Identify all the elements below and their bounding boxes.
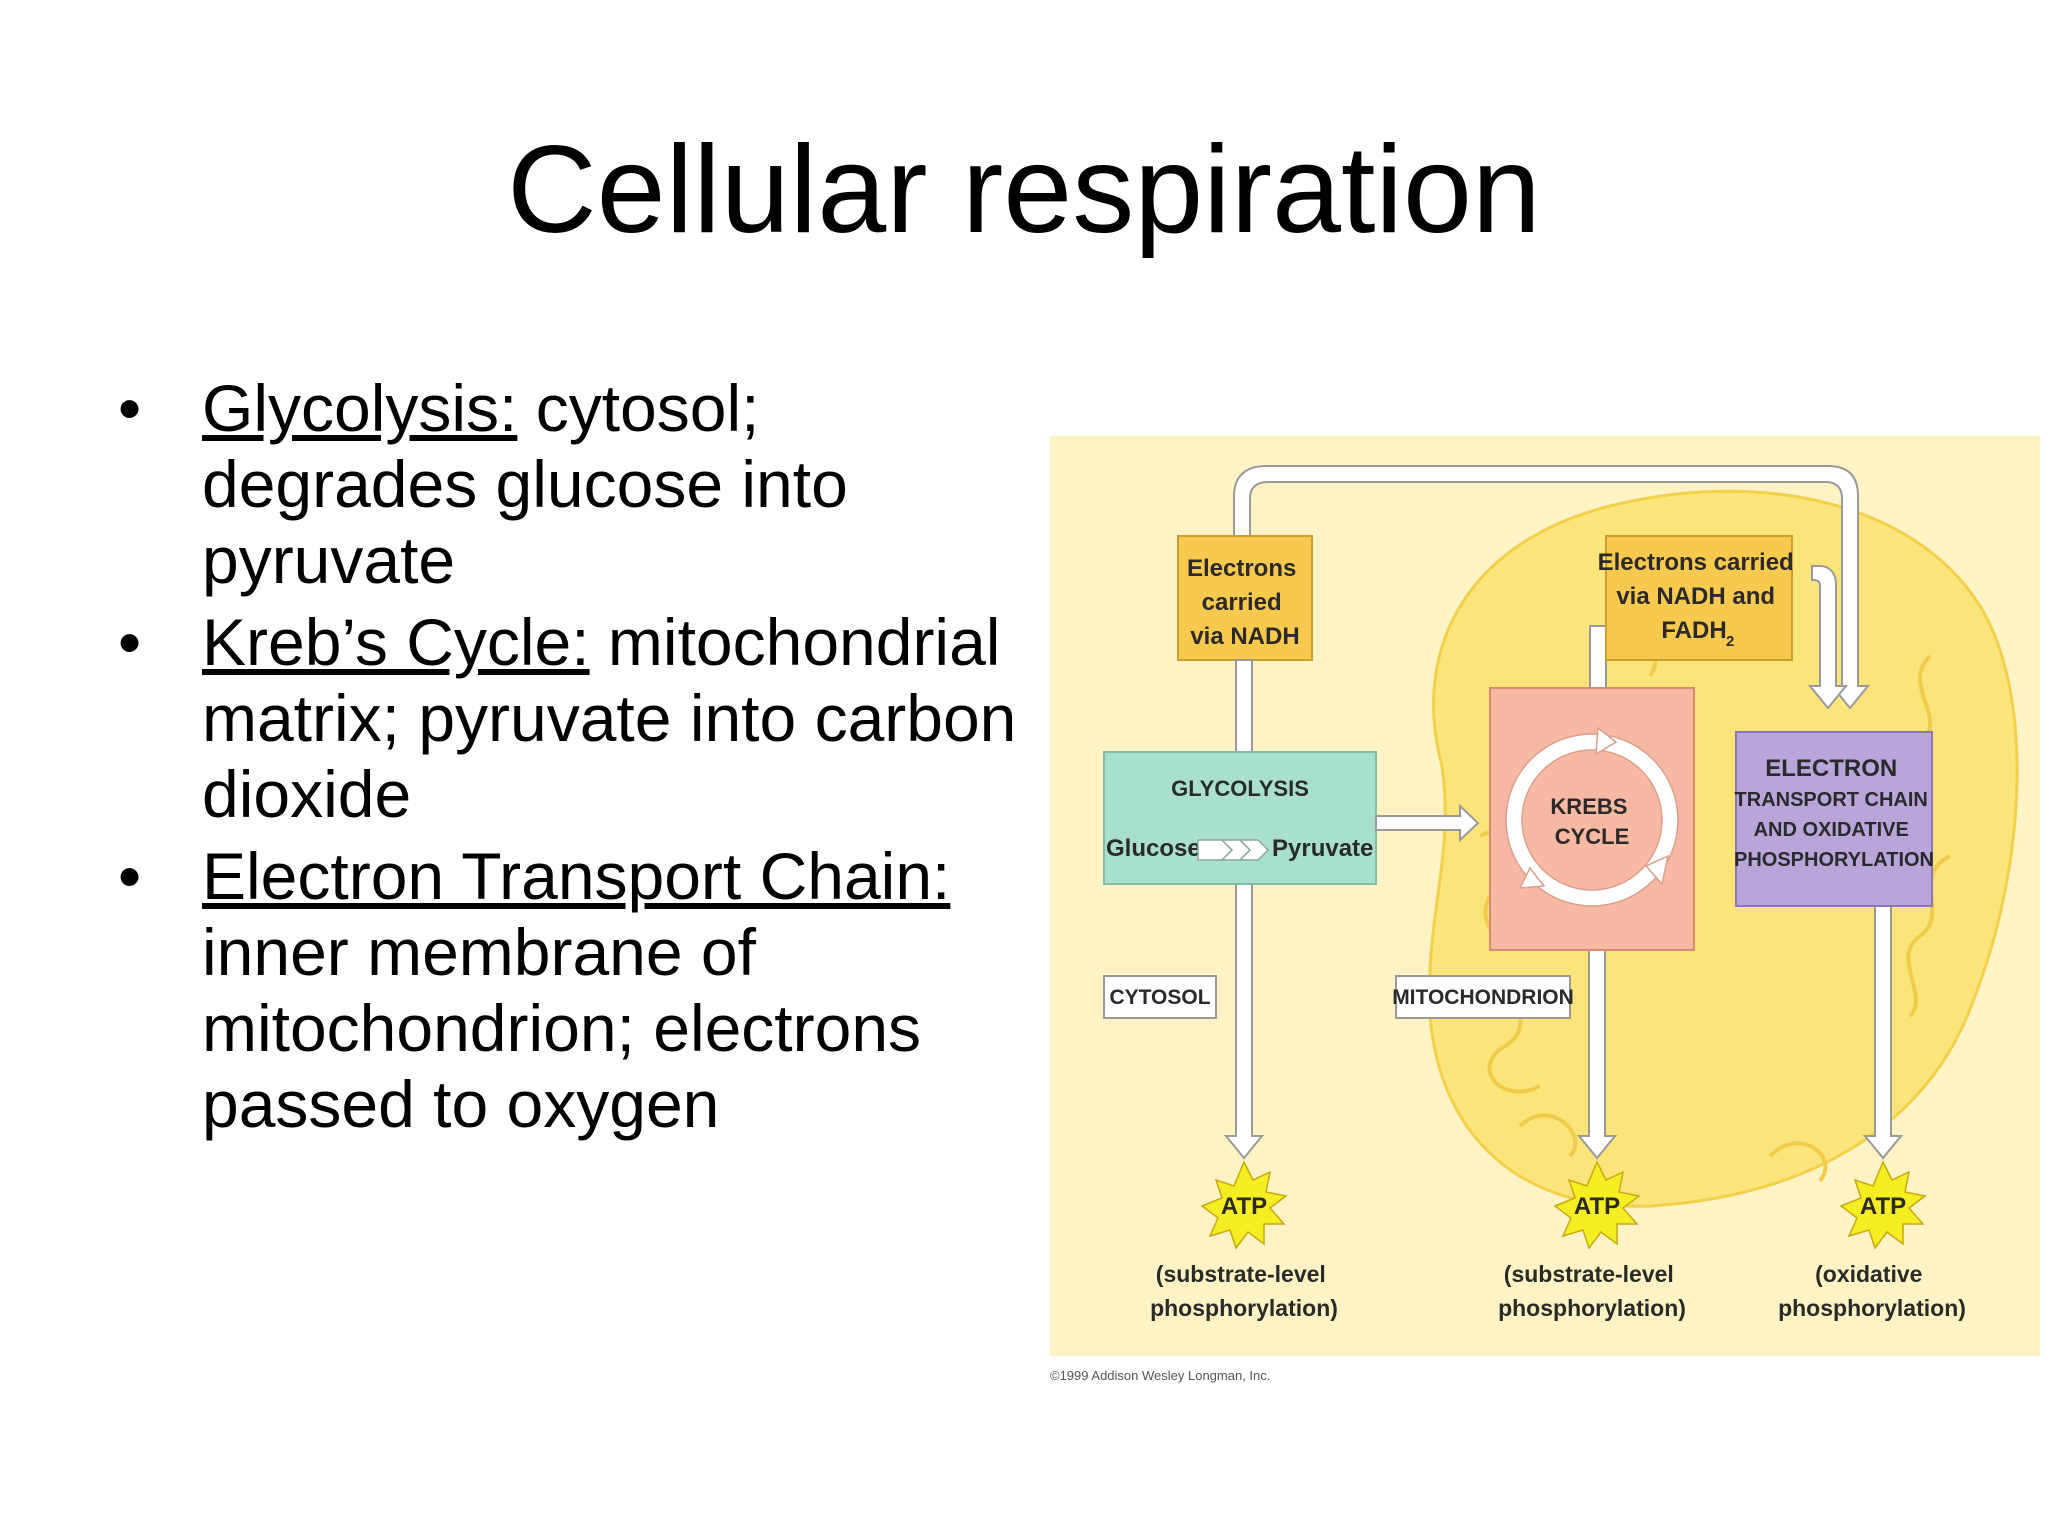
etc-box xyxy=(1735,731,1933,907)
bullet-etc: • Electron Transport Chain: inner membran… xyxy=(118,838,1018,1142)
svg-text:ATP: ATP xyxy=(1860,1193,1906,1220)
bullet-marker: • xyxy=(118,839,142,913)
etc-label: ELECTRON TRANSPORT CHAIN AND OXIDATIVE P… xyxy=(1734,755,1934,871)
electrons-nadh-box xyxy=(1177,535,1313,661)
mitochondrion-tag xyxy=(1395,975,1571,1019)
svg-text:ATP: ATP xyxy=(1574,1193,1620,1220)
bullet-marker: • xyxy=(118,605,142,679)
bullet-text: cytosol; degrades glucose into pyruvate xyxy=(202,371,848,597)
mitochondrion-label: MITOCHONDRION xyxy=(1392,986,1574,1009)
bullet-term: Electron Transport Chain: xyxy=(202,839,951,913)
glucose-label: Glucose xyxy=(1106,835,1201,862)
electrons-nadh-label: Electrons carried via NADH xyxy=(1187,555,1303,650)
atp-caption-1: (substrate-level phosphorylation) xyxy=(1150,1261,1338,1321)
atp-caption-2: (substrate-level phosphorylation) xyxy=(1498,1261,1686,1321)
atp-burst-1: ATP xyxy=(1200,1160,1288,1250)
krebs-label: KREBS CYCLE xyxy=(1550,794,1633,849)
svg-text:ATP: ATP xyxy=(1221,1193,1267,1220)
electrons-nadh-fadh-box xyxy=(1605,535,1793,661)
bullet-list: • Glycolysis: cytosol; degrades glucose i… xyxy=(118,370,1018,1148)
copyright-credit: ©1999 Addison Wesley Longman, Inc. xyxy=(1050,1368,1271,1383)
krebs-cycle-arrowheads xyxy=(1518,726,1670,889)
bullet-glycolysis: • Glycolysis: cytosol; degrades glucose i… xyxy=(118,370,1018,598)
bullet-text: mitochondrial matrix; pyruvate into carb… xyxy=(202,605,1017,831)
fadh-subscript: 2 xyxy=(1726,633,1734,650)
krebs-ring-outline-inner xyxy=(1521,749,1663,891)
cytosol-label: CYTOSOL xyxy=(1109,986,1210,1009)
glycolysis-title: GLYCOLYSIS xyxy=(1171,776,1309,801)
krebs-ring-outline-outer xyxy=(1505,733,1679,907)
electron-flow-arrows xyxy=(1233,465,1871,710)
bullet-text: inner membrane of mitochondrion; electro… xyxy=(202,915,922,1141)
slide-title: Cellular respiration xyxy=(507,121,1541,259)
electrons-nadh-fadh-label: Electrons carried via NADH and FADH xyxy=(1598,549,1801,644)
cytosol-tag xyxy=(1103,975,1217,1019)
bullet-marker: • xyxy=(118,371,142,445)
bullet-term: Kreb’s Cycle: xyxy=(202,605,590,679)
cellular-respiration-diagram: Electrons carried via NADH Electrons car… xyxy=(1050,436,2040,1356)
bullet-krebs: • Kreb’s Cycle: mitochondrial matrix; pyr… xyxy=(118,604,1018,832)
atp-burst-3: ATP xyxy=(1839,1160,1927,1250)
atp-burst-2: ATP xyxy=(1553,1160,1641,1250)
bullet-term: Glycolysis: xyxy=(202,371,518,445)
glycolysis-box xyxy=(1103,751,1377,885)
krebs-cycle-ring xyxy=(1506,734,1678,906)
atp-caption-3: (oxidative phosphorylation) xyxy=(1778,1261,1966,1321)
atp-arrows xyxy=(1223,659,1904,1160)
mitochondrion-shape xyxy=(1427,489,2019,1208)
glycolysis-chevrons xyxy=(1197,839,1270,861)
pyruvate-to-krebs-arrow xyxy=(1375,803,1480,843)
pyruvate-label: Pyruvate xyxy=(1272,835,1373,862)
